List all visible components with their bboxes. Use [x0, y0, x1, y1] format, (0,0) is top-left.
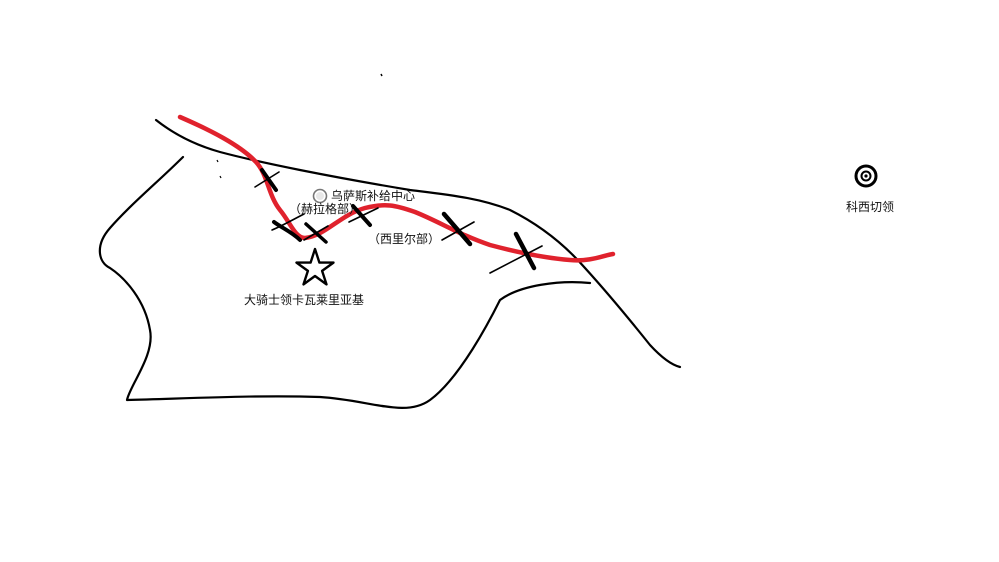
stray-mark — [219, 175, 222, 179]
cross-mark-icon — [348, 204, 379, 227]
star-icon — [295, 247, 335, 286]
stray-mark — [216, 159, 219, 163]
cross-mark-icon — [271, 213, 305, 242]
label-supply-center: 乌萨斯补给中心 — [331, 188, 415, 203]
label-grand-knight: 大骑士领卡瓦莱里亚基 — [244, 293, 364, 307]
circle-marker-icon — [312, 188, 328, 204]
label-tribe-siri: （西里尔部） — [368, 231, 440, 246]
target-icon — [854, 164, 878, 188]
cross-mark-icon — [489, 231, 543, 274]
label-kazimierz-west: 科西切领 — [846, 200, 894, 214]
cross-mark-icon — [303, 222, 329, 244]
northern-border — [154, 118, 682, 369]
cross-mark-icon — [254, 168, 280, 192]
label-tribe-hela: （赫拉格部） — [289, 201, 361, 216]
cross-mark-icon — [441, 211, 475, 247]
territory-outline-west — [98, 155, 592, 409]
stray-mark — [380, 73, 383, 77]
